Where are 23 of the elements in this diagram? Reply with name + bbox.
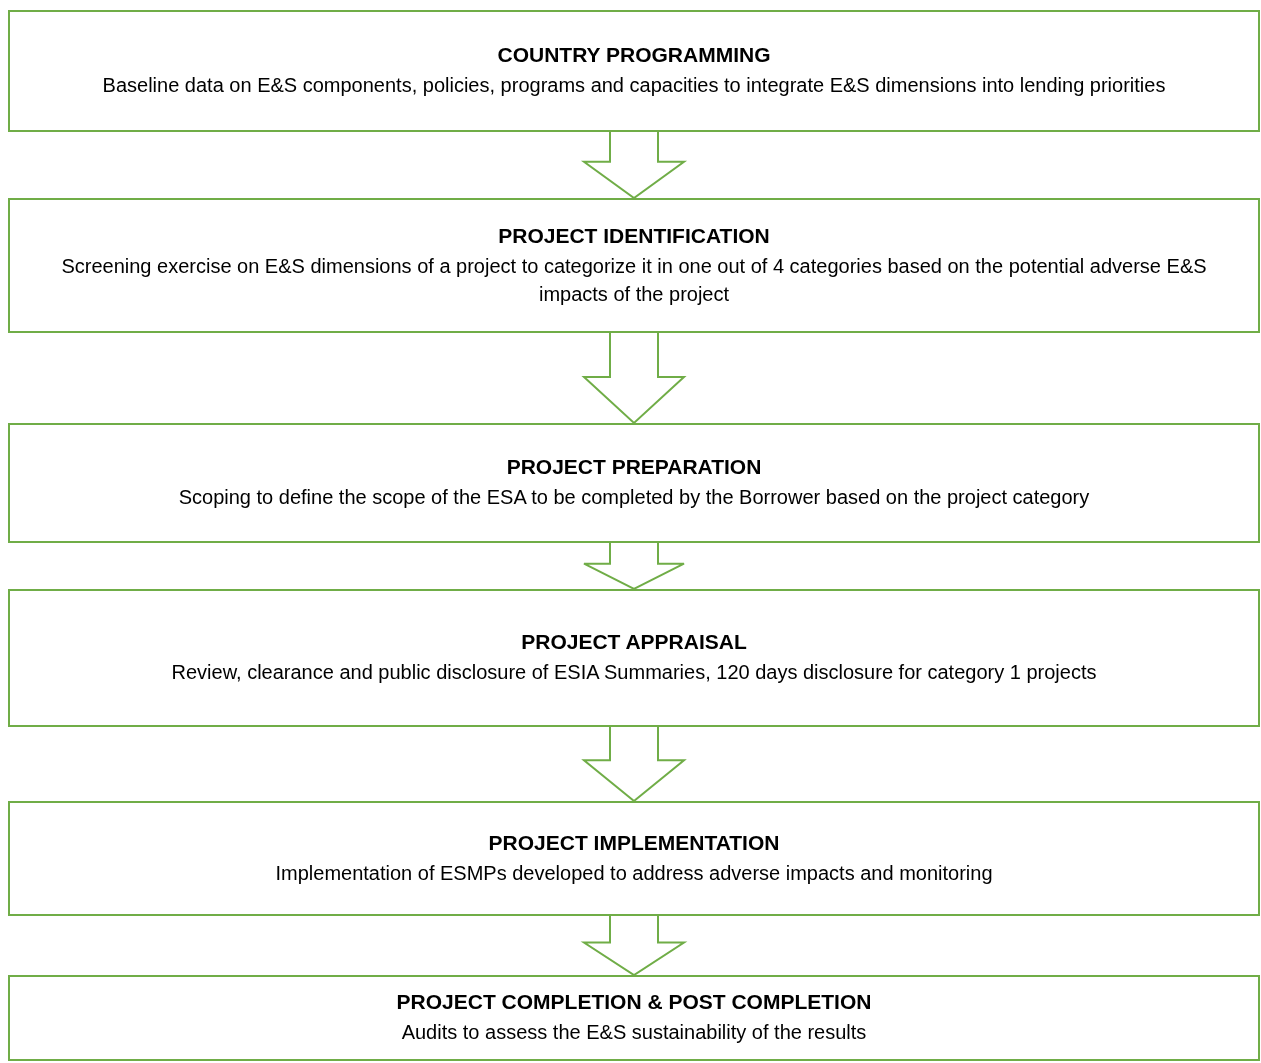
- block-arrow: [580, 915, 688, 977]
- stage-description: Review, clearance and public disclosure of ESIA Summaries, 120 days disclosure for category 1 projects: [171, 660, 1097, 686]
- stage-heading: PROJECT IMPLEMENTATION: [488, 829, 780, 856]
- block-arrow: [581, 726, 687, 803]
- stage-description: Baseline data on E&S components, policies, programs and capacities to integrate E&S dimensions into lending priorities: [102, 73, 1166, 99]
- stage-description: Screening exercise on E&S dimensions of a project to categorize it in one out of 4 categories based on the potential adverse E&S impacts of the project: [60, 254, 1208, 307]
- stage-box: [8, 801, 1260, 916]
- stage-heading: COUNTRY PROGRAMMING: [497, 42, 771, 69]
- stage-box: [8, 10, 1260, 132]
- stage-box: [8, 198, 1260, 333]
- stage-heading: PROJECT COMPLETION & POST COMPLETION: [396, 989, 872, 1016]
- stage-box: [8, 589, 1260, 727]
- block-arrow: [581, 332, 687, 425]
- stage-heading: PROJECT APPRAISAL: [521, 629, 747, 656]
- stage-heading: PROJECT PREPARATION: [506, 454, 762, 481]
- block-arrow: [580, 131, 688, 200]
- stage-box: [8, 975, 1260, 1061]
- stage-description: Implementation of ESMPs developed to address adverse impacts and monitoring: [275, 860, 993, 886]
- stage-description: Scoping to define the scope of the ESA to be completed by the Borrower based on the project category: [178, 485, 1090, 511]
- stage-description: Audits to assess the E&S sustainability of the results: [401, 1020, 867, 1046]
- stage-box: [8, 423, 1260, 543]
- stage-heading: PROJECT IDENTIFICATION: [498, 222, 770, 249]
- block-arrow: [583, 542, 685, 591]
